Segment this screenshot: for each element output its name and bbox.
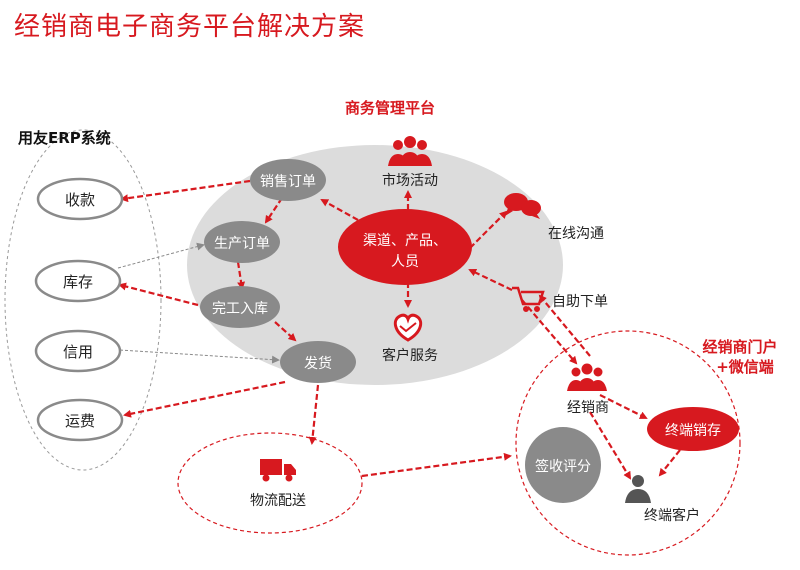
node-receipt-rating: 签收评分 (525, 427, 601, 503)
arrow-dealer-to-terminal-customer (589, 411, 632, 480)
node-label: 完工入库 (212, 301, 268, 317)
node-channel-product-staff: 渠道、产品、 人员 (338, 209, 472, 285)
erp-title: 用友ERP系统 (18, 129, 111, 147)
erp-system-boundary (4, 129, 162, 471)
node-label: 发货 (304, 355, 332, 372)
arrow-logistics-to-portal (361, 452, 512, 478)
erp-item-freight: 运费 (36, 398, 124, 442)
logistics-boundary (177, 432, 363, 534)
arrow-shipping-to-freight (123, 380, 286, 418)
person-icon (625, 475, 651, 503)
node-completion-storage: 完工入库 (200, 286, 280, 328)
portal-boundary (515, 330, 741, 556)
delivery-truck-icon (260, 459, 296, 482)
chat-bubbles-icon (504, 193, 541, 219)
arrow-shipping-to-logistics (308, 384, 320, 445)
portal-terminal-customer: 终端客户 (644, 507, 700, 524)
arrow-completion-to-inventory (118, 282, 199, 307)
node-sales-order: 销售订单 (250, 159, 326, 201)
node-shipping: 发货 (280, 341, 356, 383)
arrow-sales-to-payment (120, 179, 251, 203)
arrow-sales-to-production (264, 197, 283, 224)
erp-item-label: 库存 (63, 273, 93, 291)
arrow-production-to-completion (236, 261, 246, 290)
arrow-credit-to-shipping (119, 349, 280, 364)
shopping-cart-icon (512, 286, 545, 312)
erp-item-inventory: 库存 (34, 259, 122, 303)
portal-title-line2: +微信端 (716, 358, 774, 376)
people-group-icon (567, 363, 607, 391)
center-label-line2: 人员 (391, 254, 419, 270)
arrow-center-to-sales (320, 199, 359, 221)
erp-item-payment: 收款 (36, 177, 124, 221)
center-label-line1: 渠道、产品、 (363, 233, 447, 249)
platform-title: 商务管理平台 (345, 99, 435, 117)
feature-self-order: 自助下单 (552, 294, 608, 310)
portal-title-line1: 经销商门户 (702, 338, 777, 356)
erp-item-label: 信用 (63, 343, 93, 361)
handshake-heart-icon (393, 313, 423, 342)
people-group-icon (388, 136, 432, 166)
node-production-order: 生产订单 (204, 221, 280, 263)
node-label: 终端销存 (665, 423, 721, 439)
feature-online-communication: 在线沟通 (548, 226, 604, 242)
erp-item-label: 收款 (65, 191, 95, 209)
node-label: 生产订单 (214, 236, 270, 252)
arrow-completion-to-shipping (274, 321, 297, 342)
node-label: 签收评分 (535, 458, 591, 475)
portal-dealer: 经销商 (567, 400, 609, 416)
node-terminal-sales-inventory: 终端销存 (647, 407, 739, 451)
logistics-label: 物流配送 (250, 493, 306, 509)
arrow-terminal-sales-to-customer (658, 449, 681, 477)
feature-customer-service: 客户服务 (382, 347, 438, 364)
page-title: 经销商电子商务平台解决方案 (14, 12, 366, 42)
arrow-cart-to-dealer (521, 299, 578, 365)
arrow-dealer-to-cart (538, 294, 591, 357)
feature-market-activity: 市场活动 (382, 172, 438, 189)
arrow-cart-to-center (468, 268, 513, 291)
erp-item-credit: 信用 (34, 329, 122, 373)
erp-item-label: 运费 (65, 412, 95, 430)
node-label: 销售订单 (260, 174, 316, 190)
